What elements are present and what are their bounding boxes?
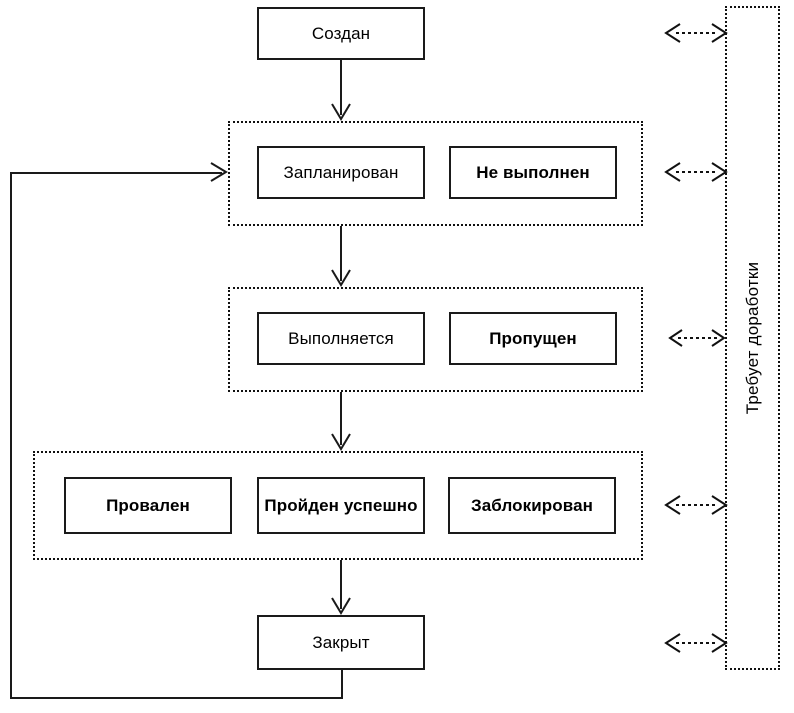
state-node-blocked[interactable]: Заблокирован — [448, 477, 616, 534]
rework-panel-label: Требует доработки — [742, 261, 762, 415]
rework-arrow-closed — [664, 633, 728, 653]
loop-line-across-bottom — [10, 697, 343, 699]
rework-arrow-planned — [664, 162, 728, 182]
state-node-in-progress-label: Выполняется — [288, 328, 394, 348]
state-node-in-progress[interactable]: Выполняется — [257, 312, 425, 365]
state-node-skipped-label: Пропущен — [489, 328, 577, 348]
loop-line-up-left — [10, 172, 12, 699]
arrow-created-to-planned — [331, 60, 351, 121]
loop-line-down-from-closed — [341, 670, 343, 699]
arrow-terminal-to-closed — [331, 560, 351, 615]
state-node-created-label: Создан — [311, 23, 371, 43]
arrow-planned-to-in-progress — [331, 226, 351, 287]
state-node-not-executed[interactable]: Не выполнен — [449, 146, 617, 199]
state-group-terminal — [33, 451, 643, 560]
state-node-failed[interactable]: Провален — [64, 477, 232, 534]
arrow-in-progress-to-terminal — [331, 392, 351, 451]
state-group-in-progress — [228, 287, 643, 392]
state-node-failed-label: Провален — [106, 495, 190, 515]
state-node-blocked-label: Заблокирован — [470, 495, 594, 515]
rework-arrow-created — [664, 23, 728, 43]
loop-line-into-planned — [10, 172, 222, 174]
rework-arrow-terminal — [664, 495, 728, 515]
rework-arrow-in-progress — [668, 329, 726, 347]
state-node-passed-label: Пройден успешно — [264, 495, 418, 515]
state-node-skipped[interactable]: Пропущен — [449, 312, 617, 365]
state-node-planned[interactable]: Запланирован — [257, 146, 425, 199]
state-node-not-executed-label: Не выполнен — [476, 162, 590, 182]
state-node-closed-label: Закрыт — [312, 632, 370, 652]
state-node-passed[interactable]: Пройден успешно — [257, 477, 425, 534]
state-node-created[interactable]: Создан — [257, 7, 425, 60]
state-group-planned — [228, 121, 643, 226]
rework-panel: Требует доработки — [725, 6, 780, 670]
state-node-closed[interactable]: Закрыт — [257, 615, 425, 670]
state-node-planned-label: Запланирован — [283, 162, 399, 182]
